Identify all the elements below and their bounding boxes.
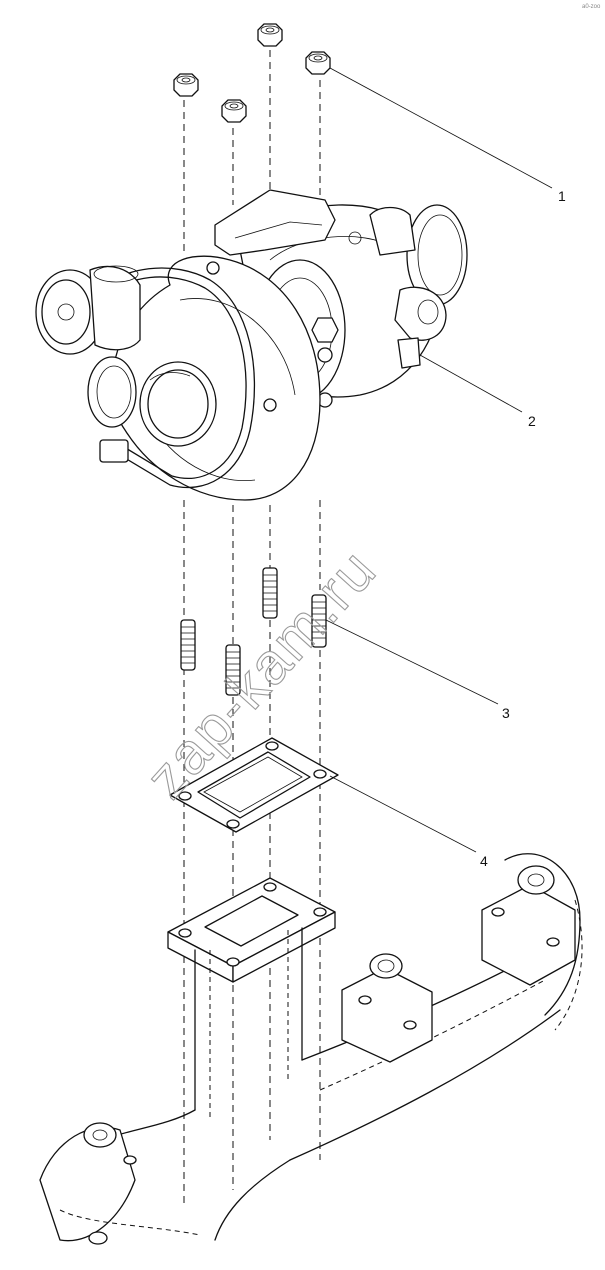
stud-1 [180, 619, 196, 671]
gasket [169, 737, 339, 833]
exhaust-manifold [39, 853, 583, 1245]
assembly-centerlines [183, 50, 321, 1205]
callout-label-2: 2 [528, 413, 536, 429]
nut-4 [305, 51, 331, 75]
nut-1 [173, 73, 199, 97]
stud-3 [262, 567, 278, 619]
nut-3 [257, 23, 283, 47]
callout-label-4: 4 [480, 853, 488, 869]
callout-label-3: 3 [502, 705, 510, 721]
stud-2 [225, 644, 241, 696]
corner-mark: a0-zoo [582, 4, 601, 10]
callout-3: 3 [325, 619, 510, 721]
turbocharger [35, 189, 468, 501]
callout-4: 4 [329, 775, 488, 869]
stud-4 [311, 594, 327, 648]
nut-2 [221, 99, 247, 123]
callout-label-1: 1 [558, 188, 566, 204]
callout-2: 2 [419, 354, 536, 429]
callout-1: 1 [329, 67, 566, 204]
